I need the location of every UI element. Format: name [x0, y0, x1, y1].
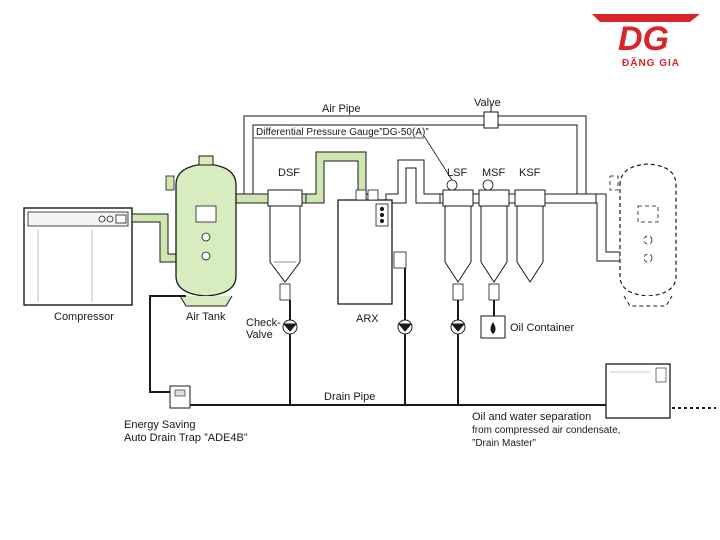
msf-drain-icon — [488, 283, 500, 301]
pipe-to-second-tank — [595, 193, 621, 262]
pipe-bypass-air — [243, 115, 587, 195]
drain-trap-label-line2: Auto Drain Trap ”ADE4B” — [124, 432, 248, 444]
arx-label: ARX — [356, 313, 379, 325]
tank-top-valve-icon — [198, 155, 214, 166]
check-valves — [282, 319, 466, 335]
logo-name: ĐẶNG GIA — [622, 56, 680, 69]
ksf-label: KSF — [519, 167, 541, 179]
arx-drain-trap-icon — [393, 251, 407, 269]
msf-label: MSF — [482, 167, 506, 179]
lsf-drain-icon — [452, 283, 464, 301]
arx-dryer — [337, 189, 407, 305]
auto-drain-trap — [169, 385, 191, 409]
msf-filter — [478, 179, 510, 301]
drain-master-label-line1: Oil and water separation — [472, 411, 591, 423]
dsf-bowl — [269, 205, 301, 283]
check-valve-label-line1: Check- — [246, 317, 281, 329]
dsf-head — [267, 189, 303, 207]
compressor-label: Compressor — [54, 311, 114, 323]
tank-port-icon — [201, 232, 211, 242]
logo-mark: DG — [618, 20, 669, 58]
differential-pressure-gauge-icon — [482, 179, 494, 191]
dsf-drain-icon — [279, 283, 291, 301]
msf-head — [478, 189, 510, 207]
brand-logo: DG ĐẶNG GIA — [592, 14, 700, 69]
tank-drain-line — [149, 295, 186, 393]
drain-trap-label-line1: Energy Saving — [124, 419, 196, 431]
air-tank-body — [175, 163, 237, 297]
compressor-control-icon — [115, 214, 127, 224]
drain-master-label-line3: ”Drain Master” — [472, 438, 536, 449]
lsf-bowl — [444, 205, 472, 283]
air-tank — [165, 155, 237, 307]
pipe-compressor-to-tank — [131, 213, 177, 263]
tank-safety-valve-icon — [165, 175, 175, 191]
lsf-label: LSF — [447, 167, 467, 179]
pipe-arx-to-lsf — [385, 159, 441, 204]
compressor-gauge-icon — [106, 215, 114, 223]
logo-swoosh-icon — [592, 14, 700, 22]
oil-drop-icon — [490, 322, 496, 334]
second-tank-body — [619, 163, 677, 297]
lsf-filter — [442, 179, 474, 301]
ksf-head — [514, 189, 546, 207]
ksf-filter — [514, 189, 546, 283]
valve-label: Valve — [474, 97, 501, 109]
differential-pressure-gauge-label: Differential Pressure Gauge”DG-50(A)” — [256, 127, 429, 138]
air-tank-label: Air Tank — [186, 311, 226, 323]
lsf-head — [442, 189, 474, 207]
drain-master — [605, 363, 716, 419]
compressor-top-panel — [27, 211, 129, 227]
dsf-filter — [267, 189, 303, 301]
dsf-label: DSF — [278, 167, 300, 179]
msf-bowl — [480, 205, 508, 283]
drain-trap-body — [169, 385, 191, 409]
compressor — [23, 207, 133, 306]
compressor-gauge-icon — [98, 215, 106, 223]
downstream-air-tank — [609, 163, 677, 307]
ksf-bowl — [516, 205, 544, 283]
tank-base — [179, 295, 233, 307]
differential-pressure-gauge-icon — [446, 179, 458, 191]
drain-lines — [149, 268, 606, 406]
air-pipe-label: Air Pipe — [322, 103, 361, 115]
tank-nameplate — [195, 205, 217, 223]
drain-pipe-label: Drain Pipe — [324, 391, 375, 403]
drain-master-label-line2: from compressed air condensate, — [472, 425, 620, 436]
tank-port-icon — [201, 251, 211, 261]
oil-container-label: Oil Container — [510, 322, 575, 334]
bypass-valve — [483, 104, 499, 129]
valve-icon — [483, 111, 499, 129]
check-valve-label-line2: Valve — [246, 329, 273, 341]
